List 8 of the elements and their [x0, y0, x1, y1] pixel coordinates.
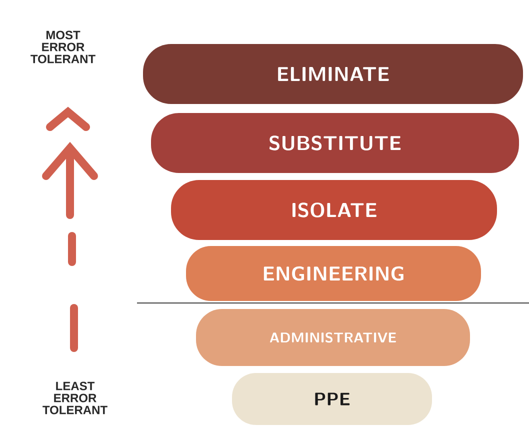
level-band: ELIMINATE [143, 44, 523, 104]
level-band: ISOLATE [171, 180, 497, 240]
level-band: ENGINEERING [186, 246, 481, 301]
level-band: PPE [232, 373, 432, 425]
scale-label: MOST ERROR TOLERANT [30, 30, 96, 64]
scale-label: LEAST ERROR TOLERANT [42, 382, 108, 414]
level-band: SUBSTITUTE [151, 113, 519, 173]
level-band: ADMINISTRATIVE [196, 309, 470, 366]
